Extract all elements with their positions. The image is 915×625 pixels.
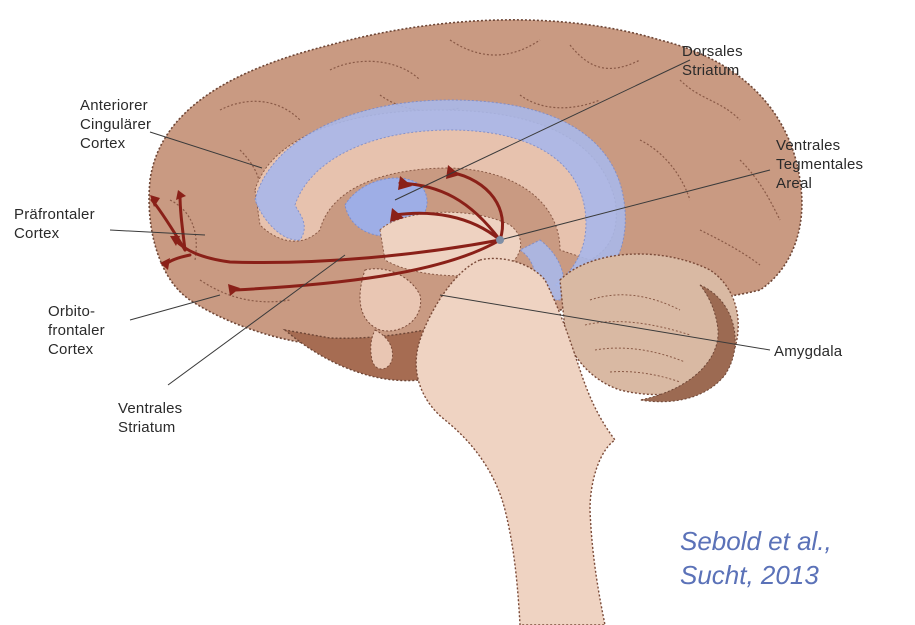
citation-line-1: Sebold et al.,	[680, 524, 832, 558]
label-line: Tegmentales	[776, 155, 863, 174]
label-dorsal-striatum: Dorsales Striatum	[682, 42, 743, 80]
label-line: Areal	[776, 174, 863, 193]
label-line: Striatum	[118, 418, 182, 437]
label-amygdala: Amygdala	[774, 342, 842, 361]
label-line: Cingulärer	[80, 115, 151, 134]
vta-marker	[496, 236, 504, 244]
label-line: Ventrales	[776, 136, 863, 155]
label-ventral-striatum: Ventrales Striatum	[118, 399, 182, 437]
label-line: Präfrontaler	[14, 205, 95, 224]
label-line: Anteriorer	[80, 96, 151, 115]
citation: Sebold et al., Sucht, 2013	[680, 524, 832, 592]
label-line: Orbito-	[48, 302, 105, 321]
label-line: Striatum	[682, 61, 743, 80]
label-line: Amygdala	[774, 342, 842, 361]
label-line: Cortex	[14, 224, 95, 243]
label-line: Cortex	[80, 134, 151, 153]
citation-line-2: Sucht, 2013	[680, 558, 832, 592]
label-prefrontal: Präfrontaler Cortex	[14, 205, 95, 243]
label-line: Dorsales	[682, 42, 743, 61]
label-anterior-cingulate: Anteriorer Cingulärer Cortex	[80, 96, 151, 153]
label-line: frontaler	[48, 321, 105, 340]
label-orbitofrontal: Orbito- frontaler Cortex	[48, 302, 105, 359]
label-line: Cortex	[48, 340, 105, 359]
label-vta: Ventrales Tegmentales Areal	[776, 136, 863, 193]
label-line: Ventrales	[118, 399, 182, 418]
